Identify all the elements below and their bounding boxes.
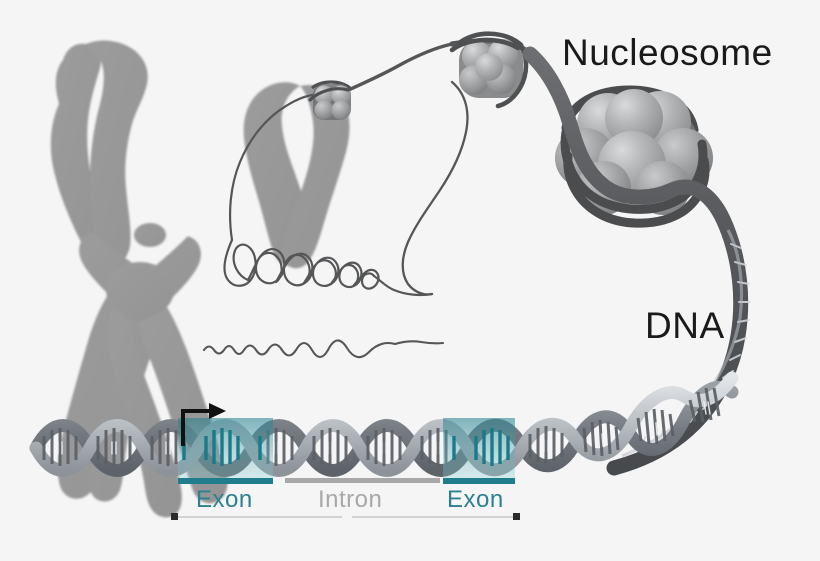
solenoid-coil xyxy=(223,238,434,297)
dna-helix-back-strand xyxy=(29,380,739,477)
exon-left-bar xyxy=(178,478,273,484)
nucleosome-medium xyxy=(449,31,529,109)
wavy-fiber xyxy=(202,339,445,359)
dna-helix-front-strand xyxy=(29,371,739,477)
exon-right-bar xyxy=(443,478,515,484)
chromatin-fiber-mid xyxy=(342,42,454,94)
dna-strand-from-nucleosome xyxy=(522,46,749,476)
chromosome xyxy=(50,40,350,518)
nucleosome-label: Nucleosome xyxy=(562,32,773,73)
dna-base-pairs xyxy=(42,387,721,466)
intron-bar xyxy=(285,478,440,483)
exon-right-label: Exon xyxy=(447,486,504,513)
exon-left-label: Exon xyxy=(196,486,253,513)
exon-highlight-left xyxy=(178,418,273,480)
exon-base-pairs xyxy=(182,428,510,466)
transcription-start-arrow xyxy=(181,403,226,446)
intron-label: Intron xyxy=(318,486,383,513)
chromatin-fiber-loop-left xyxy=(401,80,469,296)
dna-label: DNA xyxy=(645,305,725,346)
gene-bracket xyxy=(171,513,520,520)
nucleosome-small xyxy=(308,80,351,120)
chromatin-fiber-thin xyxy=(228,92,324,242)
